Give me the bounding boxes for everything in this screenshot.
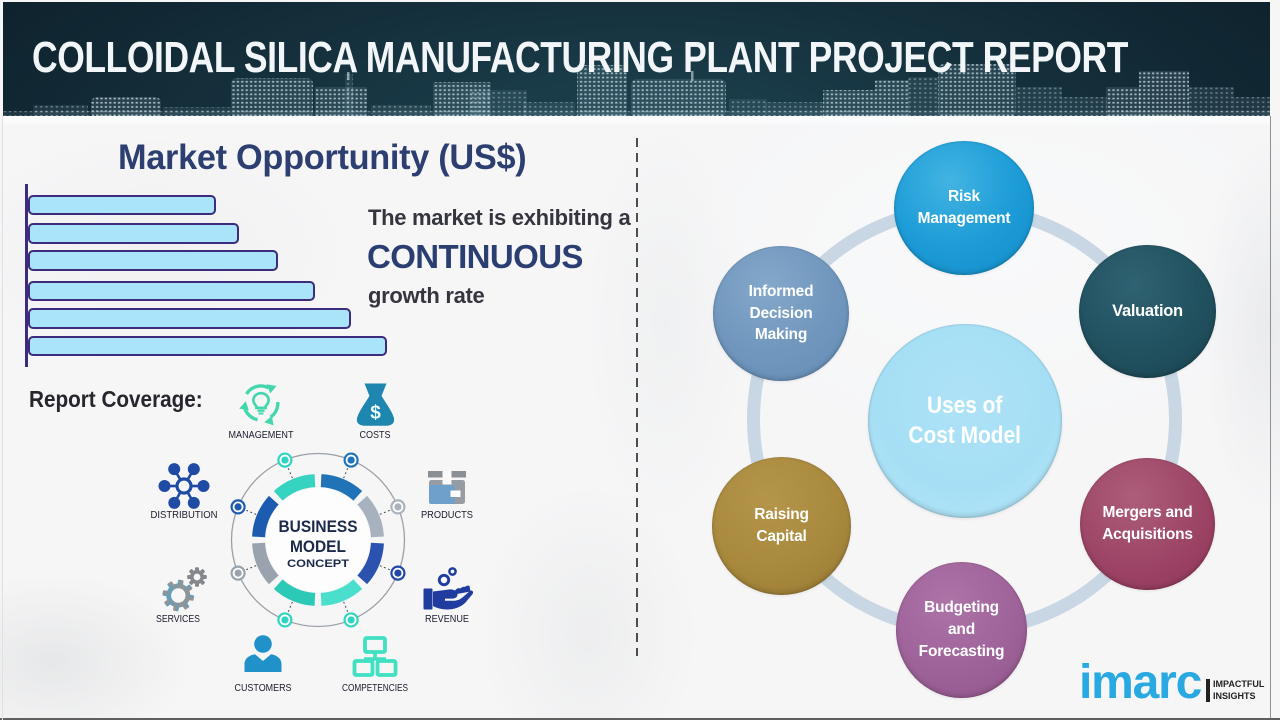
svg-text:MANAGEMENT: MANAGEMENT	[229, 430, 294, 441]
svg-text:REVENUE: REVENUE	[425, 614, 469, 625]
svg-text:DISTRIBUTION: DISTRIBUTION	[151, 510, 218, 521]
svg-text:COMPETENCIES: COMPETENCIES	[342, 683, 408, 694]
svg-text:BUSINESS: BUSINESS	[279, 518, 358, 536]
svg-text:SERVICES: SERVICES	[156, 614, 200, 625]
svg-text:CONCEPT: CONCEPT	[287, 558, 349, 570]
svg-text:MODEL: MODEL	[290, 538, 346, 556]
svg-text:CUSTOMERS: CUSTOMERS	[235, 683, 292, 694]
svg-text:COSTS: COSTS	[360, 430, 391, 441]
svg-text:$: $	[370, 403, 381, 424]
svg-text:PRODUCTS: PRODUCTS	[421, 510, 473, 521]
